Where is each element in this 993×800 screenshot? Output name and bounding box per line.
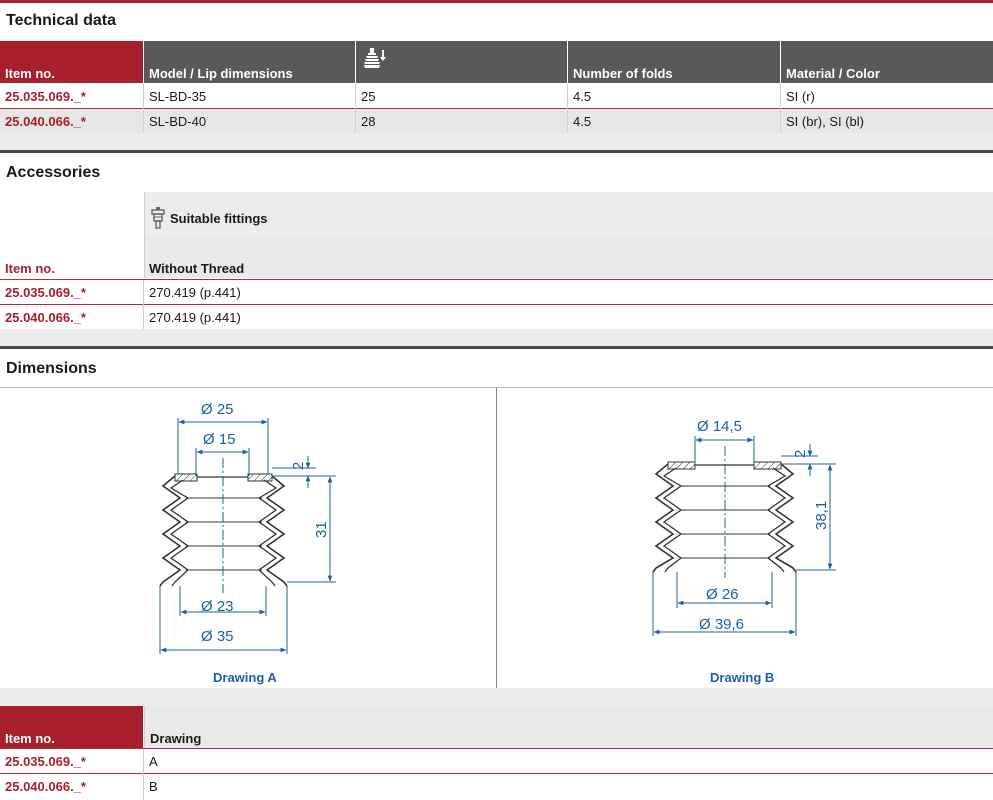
- acc-row-2-item: 25.040.066._*: [5, 309, 86, 325]
- bellows-right-outline: [774, 463, 797, 573]
- tech-row-1-item: 25.035.069._*: [5, 88, 86, 104]
- bellows-left-inner: [169, 479, 190, 587]
- drawing-b: Ø 14,5 2 38,1 Ø 26 Ø 39,6 Drawing B: [652, 418, 836, 685]
- acc-th-fitting: Without Thread: [149, 260, 245, 276]
- row-divider: [0, 304, 993, 305]
- dim-b-bottom-outer: Ø 39,6: [699, 616, 744, 633]
- col-sep: [567, 84, 568, 133]
- th-item-no: Item no.: [0, 41, 143, 83]
- acc-row-1-item: 25.035.069._*: [5, 284, 86, 300]
- row-divider: [0, 279, 993, 280]
- top-accent-line: [0, 0, 993, 3]
- bellows-left-outline: [159, 475, 182, 587]
- lip-right: [753, 461, 782, 470]
- dt-row-1-item: 25.035.069._*: [5, 753, 86, 769]
- lip-left: [667, 461, 696, 470]
- spacer-band: [0, 688, 993, 706]
- th-size-icon-cell: [356, 41, 567, 83]
- dt-row-1-drawing: A: [149, 753, 158, 769]
- col-sep: [143, 749, 144, 800]
- acc-row-1-fitting: 270.419 (p.441): [149, 284, 241, 300]
- tech-row-1-model: SL-BD-35: [149, 88, 207, 104]
- acc-th-item: Item no.: [5, 260, 55, 276]
- dt-th-drawing: Drawing: [144, 706, 993, 748]
- tech-row-2-model: SL-BD-40: [149, 113, 207, 129]
- fittings-group-label: Suitable fittings: [150, 207, 268, 229]
- dim-b-height: 38,1: [813, 501, 830, 530]
- acc-row-2-fitting: 270.419 (p.441): [149, 309, 241, 325]
- bellows-left-outline: [652, 463, 675, 573]
- row-divider: [0, 108, 993, 109]
- drawing-divider: [496, 388, 497, 688]
- row-band: [0, 109, 993, 133]
- dimension-drawings: Ø 25 Ø 15 2 31 Ø 23 Ø 35 Drawing A: [159, 401, 836, 685]
- dt-row-2-drawing: B: [149, 778, 158, 794]
- bellows-right-outline: [265, 475, 288, 587]
- tech-row-2-folds: 4.5: [573, 113, 592, 129]
- dim-a-bottom-inner: Ø 23: [201, 598, 234, 615]
- tech-row-1-material: SI (r): [786, 88, 815, 104]
- dim-a-height: 31: [313, 521, 330, 538]
- tech-row-1-folds: 4.5: [573, 88, 592, 104]
- dimensions-rule: [0, 346, 993, 349]
- fitting-icon: [151, 207, 165, 229]
- col-sep: [780, 84, 781, 133]
- bellows-right-inner: [766, 467, 787, 573]
- row-divider: [0, 773, 993, 774]
- dim-b-bottom-inner: Ø 26: [706, 586, 739, 603]
- tech-row-2-size: 28: [361, 113, 376, 129]
- dim-b-lip: 2: [792, 450, 809, 458]
- col-sep: [143, 280, 144, 329]
- spacer-band: [0, 329, 993, 346]
- drawing-b-caption: Drawing B: [710, 670, 774, 685]
- dim-a-lip: 2: [290, 462, 307, 470]
- tech-row-1-size: 25: [361, 88, 376, 104]
- dimensions-title: Dimensions: [6, 360, 97, 377]
- tech-row-2-material: SI (br), SI (bl): [786, 113, 865, 129]
- col-sep: [143, 84, 144, 133]
- dt-th-item: Item no.: [0, 706, 143, 748]
- suction-cup-size-icon: [364, 48, 386, 68]
- spacer-band: [0, 133, 993, 150]
- th-material: Material / Color: [781, 41, 993, 83]
- dt-row-2-item: 25.040.066._*: [5, 778, 86, 794]
- dim-b-top-inner: Ø 14,5: [697, 418, 742, 435]
- dim-top-line: [0, 387, 993, 388]
- th-model: Model / Lip dimensions: [144, 41, 355, 83]
- dim-a-top-inner: Ø 15: [203, 431, 236, 448]
- drawing-a: Ø 25 Ø 15 2 31 Ø 23 Ø 35 Drawing A: [159, 401, 336, 685]
- dim-a-bottom-outer: Ø 35: [201, 628, 234, 645]
- tech-row-2-item: 25.040.066._*: [5, 113, 86, 129]
- col-sep: [355, 84, 356, 133]
- lip-left: [174, 473, 198, 482]
- fittings-col-header: [144, 237, 993, 278]
- accessories-title: Accessories: [6, 164, 101, 181]
- th-folds: Number of folds: [568, 41, 780, 83]
- row-divider: [0, 748, 993, 749]
- bellows-left-inner: [662, 467, 683, 573]
- accessories-rule: [0, 150, 993, 153]
- fittings-group-header: [144, 192, 993, 237]
- drawing-a-caption: Drawing A: [213, 670, 277, 685]
- dim-a-top-outer: Ø 25: [201, 401, 234, 418]
- bellows-right-inner: [257, 479, 278, 587]
- lip-right: [247, 473, 273, 482]
- technical-data-title: Technical data: [6, 12, 116, 29]
